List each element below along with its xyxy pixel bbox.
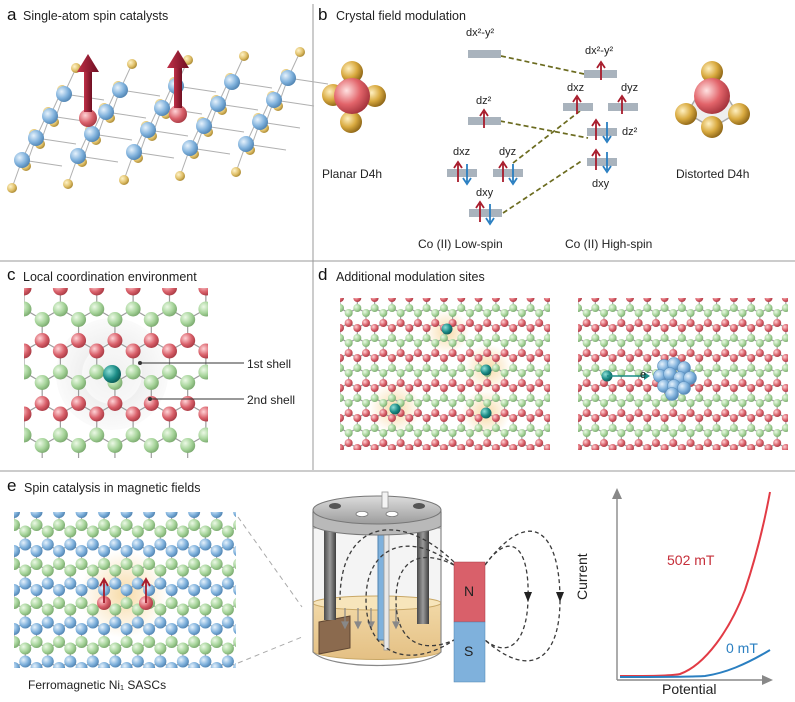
orbital-label-dxz-low: dxz	[453, 146, 471, 158]
orbital-dxz-high	[563, 103, 593, 111]
panel-b-letter: b	[318, 5, 328, 24]
orbital-label-dx2y2-low: dx²-y²	[466, 27, 495, 39]
orbital-dyz-low	[493, 169, 523, 177]
electron-label: e⁻	[640, 369, 652, 381]
low-spin-label: Co (II) Low-spin	[418, 237, 503, 251]
panel-a-letter: a	[7, 5, 17, 24]
panel-c-letter: c	[7, 265, 16, 284]
first-shell-label: 1st shell	[247, 357, 292, 371]
ni-sasc-label: Ferromagnetic Ni₁ SASCs	[28, 678, 167, 692]
orbital-dxy-low	[469, 209, 502, 217]
panel-d-letter: d	[318, 265, 328, 284]
orbital-label-dxz-high: dxz	[567, 82, 585, 94]
panel-a-title: Single-atom spin catalysts	[23, 9, 169, 23]
orbital-label-dx2y2-high: dx²-y²	[585, 45, 614, 57]
magnet-s-label: S	[464, 643, 474, 659]
panel-d-title: Additional modulation sites	[336, 270, 485, 284]
panel-b-title: Crystal field modulation	[336, 9, 466, 23]
panel-b-diagram	[322, 50, 750, 226]
electrochemical-cell	[312, 491, 564, 683]
planar-d4h-label: Planar D4h	[322, 167, 383, 181]
orbital-dxy-high	[587, 158, 617, 166]
orbital-label-dxy-high: dxy	[592, 178, 610, 190]
high-spin-label: Co (II) High-spin	[565, 237, 653, 251]
y-axis-label: Current	[574, 553, 590, 600]
orbital-label-dz2-high: dz²	[622, 126, 638, 138]
panel-e-title: Spin catalysis in magnetic fields	[24, 481, 201, 495]
orbital-label-dxy-low: dxy	[476, 187, 494, 199]
orbital-label-dyz-high: dyz	[621, 82, 639, 94]
orbital-label-dz2-low: dz²	[476, 95, 492, 107]
panel-e-content	[14, 488, 773, 685]
current-potential-chart	[612, 488, 773, 685]
magnet-south	[453, 621, 486, 683]
second-shell-label: 2nd shell	[247, 393, 296, 407]
panel-c-lattice	[24, 288, 244, 458]
field-arrowheads	[524, 592, 564, 602]
panel-d-lattices	[340, 298, 788, 450]
orbital-connectors	[499, 55, 589, 214]
orbital-dxz-low	[447, 169, 477, 177]
orbital-dyz-high	[608, 103, 638, 111]
projection-lines	[237, 516, 303, 664]
magnet-n-label: N	[464, 583, 475, 599]
x-axis-label: Potential	[662, 681, 717, 697]
orbital-dz2-high	[587, 128, 617, 136]
planar-d4h-molecule	[322, 61, 386, 133]
distorted-d4h-molecule	[675, 61, 750, 138]
panel-e-letter: e	[7, 476, 17, 495]
orbital-dx2y2-low	[468, 50, 501, 58]
curve-502mt	[619, 491, 771, 677]
orbital-label-dyz-low: dyz	[499, 146, 517, 158]
panel-c-title: Local coordination environment	[23, 270, 197, 284]
distorted-d4h-label: Distorted D4h	[676, 167, 750, 181]
panel-a-lattice	[7, 47, 329, 193]
curve-0mt	[619, 649, 771, 678]
curve-0mt-label: 0 mT	[726, 640, 758, 656]
spin-arrows	[453, 60, 627, 226]
curve-502mt-label: 502 mT	[667, 552, 715, 568]
